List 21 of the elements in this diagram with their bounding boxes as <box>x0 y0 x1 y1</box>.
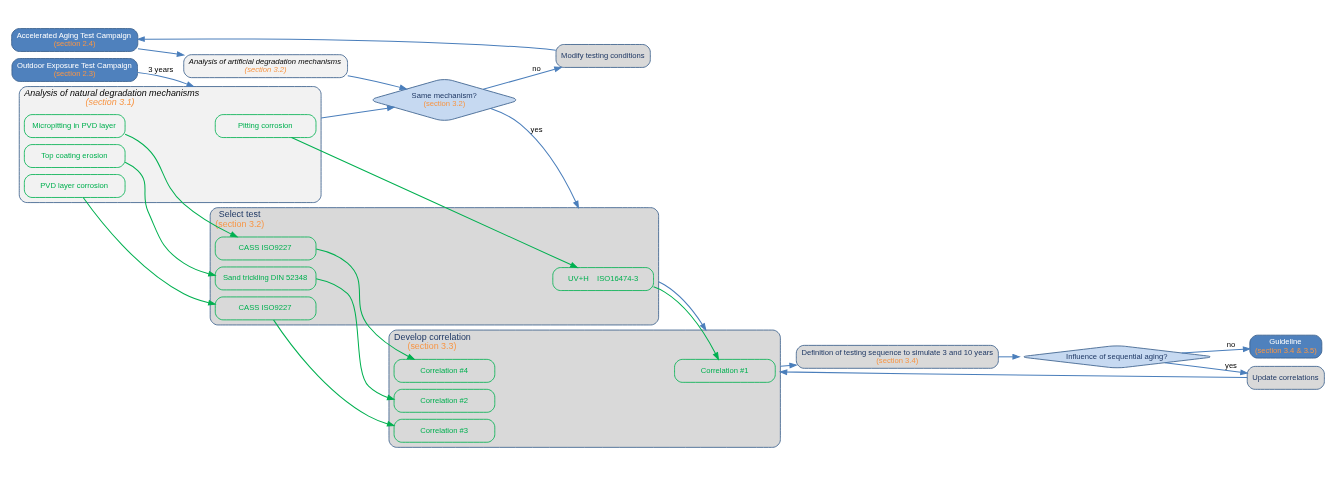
arrow <box>136 35 557 51</box>
arrow <box>320 104 396 119</box>
arrow <box>315 277 396 400</box>
arrow <box>347 74 408 90</box>
arrow <box>124 161 217 277</box>
arrow <box>997 353 1021 360</box>
arrow <box>315 248 416 360</box>
arrow <box>653 285 720 361</box>
arrow <box>1164 361 1249 375</box>
arrow <box>490 107 580 209</box>
arrow <box>82 196 217 306</box>
arrow <box>124 133 239 238</box>
arrow <box>291 136 579 268</box>
arrow <box>137 47 186 57</box>
arrow <box>658 280 707 331</box>
arrow <box>1181 345 1252 353</box>
arrow <box>779 362 798 369</box>
arrow <box>482 66 563 90</box>
arrow <box>137 71 195 87</box>
arrow <box>273 318 396 427</box>
arrow <box>778 368 1248 378</box>
